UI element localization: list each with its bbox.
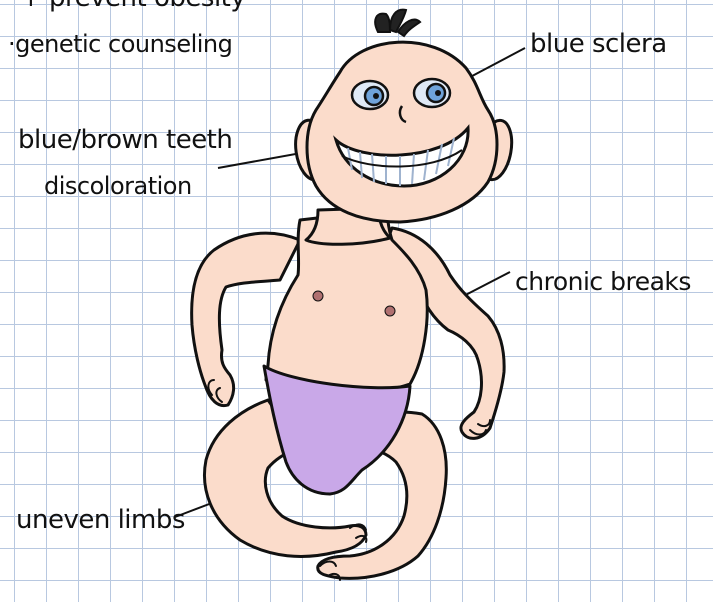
note-genetic-counseling: ·genetic counseling [8,28,232,60]
note-prevent-obesity: + prevent obesity [20,0,245,14]
left-nipple [313,291,323,301]
label-teeth-discoloration-line1: blue/brown teeth [18,124,232,156]
hair [375,10,420,36]
label-blue-sclera: blue sclera [530,28,667,60]
right-nipple [385,306,395,316]
label-chronic-breaks: chronic breaks [515,266,691,298]
label-teeth-discoloration-line2: discoloration [44,170,192,202]
label-uneven-limbs: uneven limbs [16,504,185,536]
body-group [192,42,516,580]
